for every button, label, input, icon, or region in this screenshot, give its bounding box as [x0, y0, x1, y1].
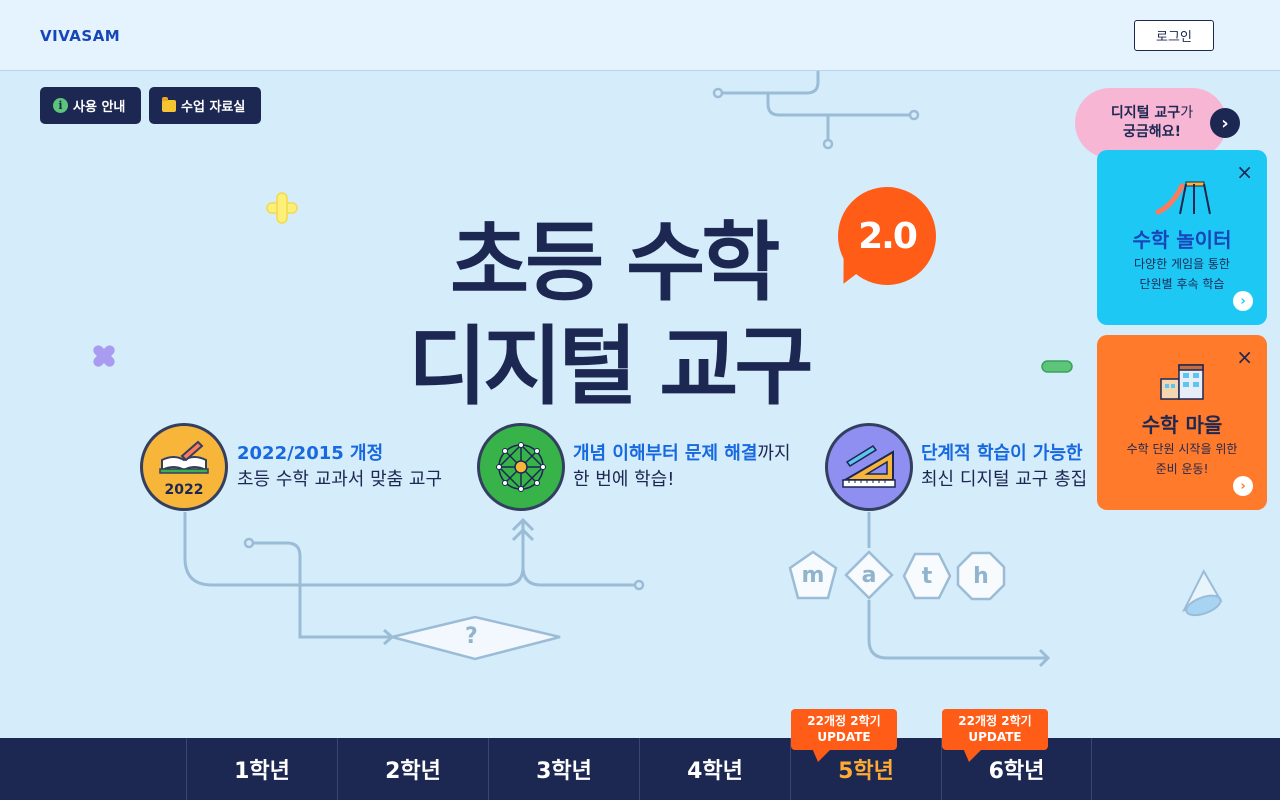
usage-guide-label: 사용 안내	[73, 100, 126, 115]
grade-tab-bar	[0, 738, 1280, 800]
folder-icon	[162, 96, 176, 112]
class-material-button[interactable]: 수업 자료실	[149, 87, 261, 124]
grade-tab-2[interactable]: 2학년	[337, 738, 488, 800]
update-badge-grade6: 22개정 2학기 UPDATE	[942, 709, 1048, 750]
feature-step-text: 단계적 학습이 가능한 최신 디지털 교구 총집	[921, 441, 1087, 493]
math-town-desc: 수학 단원 시작을 위한 준비 운동!	[1126, 442, 1238, 476]
chevron-right-icon[interactable]: ›	[1233, 291, 1253, 311]
grade-tab-3[interactable]: 3학년	[488, 738, 639, 800]
class-material-label: 수업 자료실	[181, 100, 246, 115]
grade-tab-5[interactable]: 5학년	[790, 738, 941, 800]
book-pencil-icon	[159, 440, 209, 474]
feature-concept-text: 개념 이해부터 문제 해결까지 한 번에 학습!	[573, 441, 791, 493]
math-letter-t: t	[902, 551, 952, 601]
ruler-triangle-icon	[841, 445, 896, 488]
curious-arrow-button[interactable]: ›	[1210, 108, 1240, 138]
feature-textbook-line2: 초등 수학 교과서 맞춤 교구	[237, 469, 443, 490]
feature-concept-circle	[477, 423, 565, 511]
slide-icon	[1155, 181, 1211, 215]
vivasam-logo[interactable]: VIVASAM	[40, 27, 121, 45]
math-letter-m: m	[788, 550, 838, 600]
curious-bubble[interactable]	[1075, 88, 1227, 158]
chevron-right-icon[interactable]: ›	[1233, 476, 1253, 496]
update-badge-tail	[963, 748, 983, 762]
update-badge-grade5: 22개정 2학기 UPDATE	[791, 709, 897, 750]
math-letter-h: h	[956, 551, 1006, 601]
top-header: VIVASAM 로그인	[0, 0, 1280, 71]
grade-tab-4[interactable]: 4학년	[639, 738, 790, 800]
math-letter-a: a	[844, 550, 894, 600]
feature-textbook-highlight: 2022/2015 개정	[237, 443, 384, 464]
curious-text: 디지털 교구가 궁금해요!	[1110, 105, 1194, 140]
feature-year-label: 2022	[164, 482, 204, 498]
math-playground-title: 수학 놀이터	[1132, 228, 1232, 252]
feature-textbook-text: 2022/2015 개정 초등 수학 교과서 맞춤 교구	[237, 441, 442, 493]
close-icon[interactable]: ×	[1236, 160, 1253, 184]
grade-tab-6[interactable]: 6학년	[941, 738, 1092, 800]
feature-step-line2: 최신 디지털 교구 총집	[921, 469, 1088, 490]
login-button[interactable]: 로그인	[1134, 20, 1214, 51]
info-icon: i	[53, 98, 68, 113]
math-playground-desc: 다양한 게임을 통한 단원별 후속 학습	[1134, 257, 1230, 291]
feature-concept-line2: 한 번에 학습!	[573, 469, 675, 490]
feature-concept-highlight: 개념 이해부터 문제 해결	[573, 443, 758, 464]
network-icon	[496, 442, 546, 492]
feature-step-circle	[825, 423, 913, 511]
close-icon[interactable]: ×	[1236, 345, 1253, 369]
feature-textbook-circle: 2022	[140, 423, 228, 511]
question-mark: ?	[465, 624, 478, 649]
usage-guide-button[interactable]: i 사용 안내	[40, 87, 141, 124]
feature-step-highlight: 단계적 학습이 가능한	[921, 443, 1083, 464]
hero-title-line2: 디지털 교구	[408, 317, 814, 417]
math-town-card[interactable]: × 수학 마을 수학 단원 시작을 위한 준비 운동! ›	[1097, 335, 1267, 510]
update-badge-tail	[812, 748, 832, 762]
building-icon	[1160, 364, 1204, 400]
math-playground-card[interactable]: × 수학 놀이터 다양한 게임을 통한 단원별 후속 학습 ›	[1097, 150, 1267, 325]
math-town-title: 수학 마을	[1141, 413, 1223, 437]
grade-tab-1[interactable]: 1학년	[186, 738, 337, 800]
hero-title-line1: 초등 수학	[450, 213, 780, 313]
version-badge: 2.0	[838, 187, 936, 285]
